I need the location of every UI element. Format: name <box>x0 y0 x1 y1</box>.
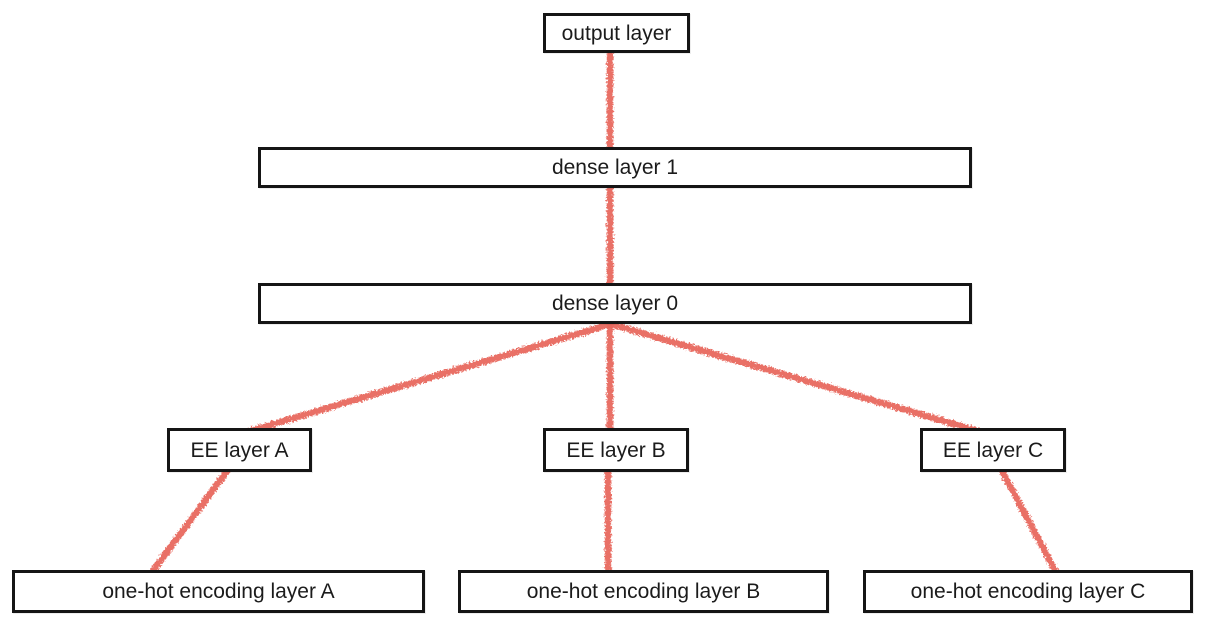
node-output-layer: output layer <box>543 13 690 53</box>
node-dense-layer-1-label: dense layer 1 <box>551 156 679 179</box>
node-ee-layer-b: EE layer B <box>543 428 689 472</box>
edge-ee-a-to-onehot-a <box>148 466 232 576</box>
node-output-layer-label: output layer <box>561 21 672 45</box>
node-dense-layer-0: dense layer 0 <box>258 283 972 324</box>
node-one-hot-encoding-layer-c: one-hot encoding layer C <box>863 570 1193 613</box>
node-ee-layer-b-label: EE layer B <box>566 438 666 462</box>
node-one-hot-encoding-layer-b-label: one-hot encoding layer B <box>526 580 761 603</box>
node-one-hot-encoding-layer-a-label: one-hot encoding layer A <box>102 580 335 603</box>
node-ee-layer-a-label: EE layer A <box>190 438 289 462</box>
node-one-hot-encoding-layer-b: one-hot encoding layer B <box>458 570 829 613</box>
node-dense-layer-0-label: dense layer 0 <box>551 292 679 315</box>
node-ee-layer-c-label: EE layer C <box>942 438 1044 462</box>
edge-dense0-to-ee-c <box>607 320 982 435</box>
edge-ee-c-to-onehot-c <box>998 467 1060 576</box>
node-one-hot-encoding-layer-a: one-hot encoding layer A <box>12 570 425 613</box>
node-ee-layer-a: EE layer A <box>167 428 312 472</box>
node-one-hot-encoding-layer-c-label: one-hot encoding layer C <box>910 580 1146 603</box>
node-ee-layer-c: EE layer C <box>920 428 1066 472</box>
edge-dense0-to-ee-a <box>246 320 615 435</box>
node-dense-layer-1: dense layer 1 <box>258 147 972 188</box>
